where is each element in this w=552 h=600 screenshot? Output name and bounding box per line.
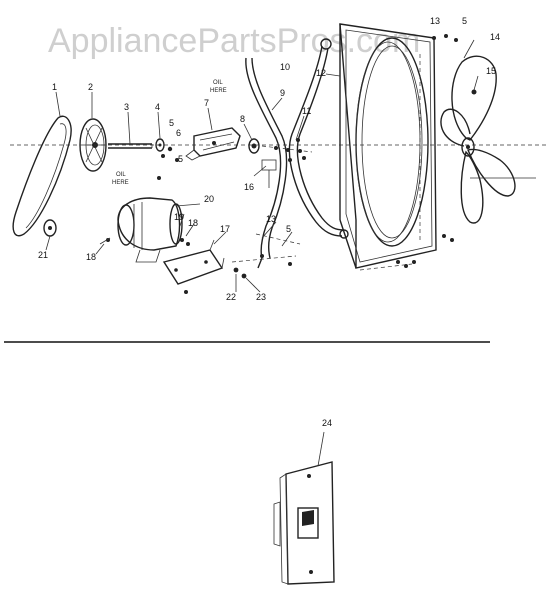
callout-11: 11 bbox=[302, 106, 311, 116]
fan-blade-part bbox=[440, 55, 516, 224]
callout-23: 23 bbox=[256, 292, 266, 302]
callout-5-c: 5 bbox=[286, 224, 291, 234]
callout-13-b: 13 bbox=[266, 214, 276, 224]
oil-here-note-left-2: HERE bbox=[112, 180, 129, 186]
callout-19: 19 bbox=[174, 212, 184, 222]
callout-3: 3 bbox=[124, 102, 129, 112]
base-hardware bbox=[231, 233, 301, 279]
callout-5-b: 5 bbox=[462, 16, 467, 26]
oil-here-note-top: OIL bbox=[213, 80, 223, 86]
watermark-text: AppliancePartsPros.com bbox=[48, 22, 420, 60]
oil-here-note-top-2: HERE bbox=[210, 88, 227, 94]
callout-6: 6 bbox=[176, 128, 181, 138]
callout-16: 16 bbox=[244, 182, 254, 192]
callout-24: 24 bbox=[322, 418, 332, 428]
callout-15: 15 bbox=[486, 66, 496, 76]
callout-10: 10 bbox=[280, 62, 290, 72]
fan-shroud-part bbox=[339, 23, 437, 269]
callout-5-d: 5 bbox=[178, 154, 183, 164]
callout-5-a: 5 bbox=[169, 118, 174, 128]
callout-leaders bbox=[45, 39, 479, 293]
callout-2: 2 bbox=[88, 82, 93, 92]
callout-12: 12 bbox=[316, 68, 326, 78]
callout-1: 1 bbox=[52, 82, 57, 92]
bearing-part bbox=[248, 138, 260, 154]
callout-20: 20 bbox=[204, 194, 214, 204]
callout-21: 21 bbox=[38, 250, 48, 260]
mounting-frame-part bbox=[245, 38, 349, 269]
callout-7: 7 bbox=[204, 98, 209, 108]
oil-here-note-left: OIL bbox=[116, 172, 126, 178]
callout-4: 4 bbox=[155, 102, 160, 112]
set-screw-part bbox=[471, 89, 477, 95]
motor-mount-hardware bbox=[99, 237, 190, 246]
callout-14: 14 bbox=[490, 32, 500, 42]
callout-18-a: 18 bbox=[188, 218, 198, 228]
cross-brace-hardware bbox=[261, 138, 313, 188]
shaft-part bbox=[108, 143, 153, 149]
callout-22: 22 bbox=[226, 292, 236, 302]
bearing-bracket-part bbox=[185, 127, 241, 161]
screw-hardware bbox=[157, 146, 179, 180]
motor-pulley-part bbox=[43, 219, 57, 237]
shroud-screw-hardware bbox=[359, 34, 458, 271]
belt-part bbox=[12, 115, 72, 237]
motor-part bbox=[117, 197, 183, 263]
wall-switch-part bbox=[273, 431, 335, 585]
callout-8: 8 bbox=[240, 114, 245, 124]
callout-13-a: 13 bbox=[430, 16, 440, 26]
callout-18-b: 18 bbox=[86, 252, 96, 262]
callout-17: 17 bbox=[220, 224, 230, 234]
motor-base-part bbox=[162, 239, 225, 294]
callout-9: 9 bbox=[280, 88, 285, 98]
